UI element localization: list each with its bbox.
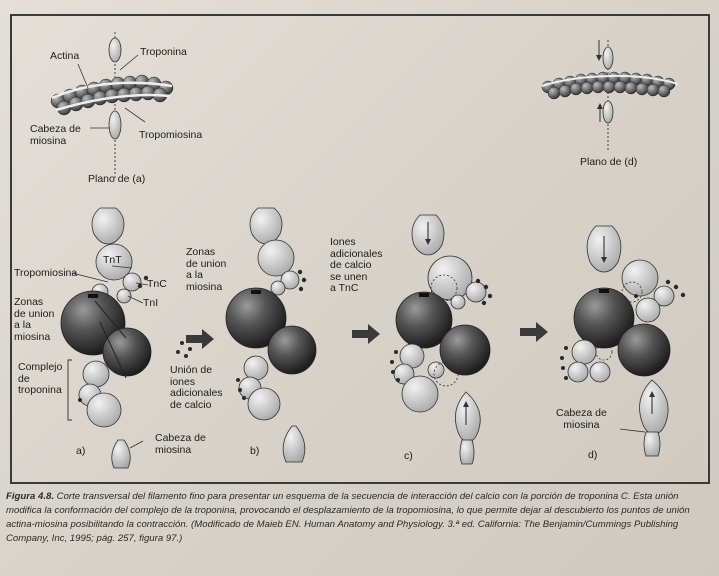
- label-zonas-union-a: Zonas de union a la miosina: [14, 297, 54, 343]
- label-union-iones: Unión de iones adicionales de calcio: [170, 365, 223, 411]
- filament-d-diagram: [542, 40, 678, 150]
- label-troponina: Troponina: [140, 47, 187, 59]
- label-iones-adicionales: Iones adicionales de calcio se unen a Tn…: [330, 237, 383, 295]
- arrow-a-to-b: [176, 329, 214, 358]
- label-tropomiosina-a: Tropomiosina: [14, 268, 77, 280]
- label-complejo-troponina: Complejo de troponina: [18, 362, 62, 397]
- caption-text: Corte transversal del filamento fino par…: [6, 491, 690, 544]
- panel-c-diagram: [390, 215, 492, 464]
- figure-caption: Figura 4.8. Corte transversal del filame…: [6, 490, 714, 546]
- label-actina: Actina: [50, 51, 79, 63]
- caption-figure-label: Figura 4.8.: [6, 491, 54, 502]
- panel-b-diagram: [226, 208, 316, 462]
- arrow-b-to-c: [352, 324, 380, 344]
- panel-a-diagram: [61, 208, 151, 468]
- label-cabeza-miosina-a: Cabeza de miosina: [155, 433, 206, 456]
- label-cabeza-miosina-top: Cabeza de miosina: [30, 124, 81, 147]
- arrow-c-to-d: [520, 322, 548, 342]
- panel-d-label: d): [588, 450, 597, 462]
- panel-b-label: b): [250, 446, 259, 458]
- label-tropomiosina-top: Tropomiosina: [139, 130, 202, 142]
- label-tnc: TnC: [147, 279, 167, 291]
- label-tni: TnI: [143, 298, 158, 310]
- label-cabeza-miosina-d: Cabeza de miosina: [556, 408, 607, 431]
- label-tnt: TnT: [103, 255, 122, 267]
- panel-c-label: c): [404, 451, 413, 463]
- panel-a-label: a): [76, 446, 85, 458]
- label-plano-d: Plano de (d): [580, 157, 637, 169]
- label-plano-a: Plano de (a): [88, 174, 145, 186]
- label-zonas-union-b: Zonas de union a la miosina: [186, 247, 226, 293]
